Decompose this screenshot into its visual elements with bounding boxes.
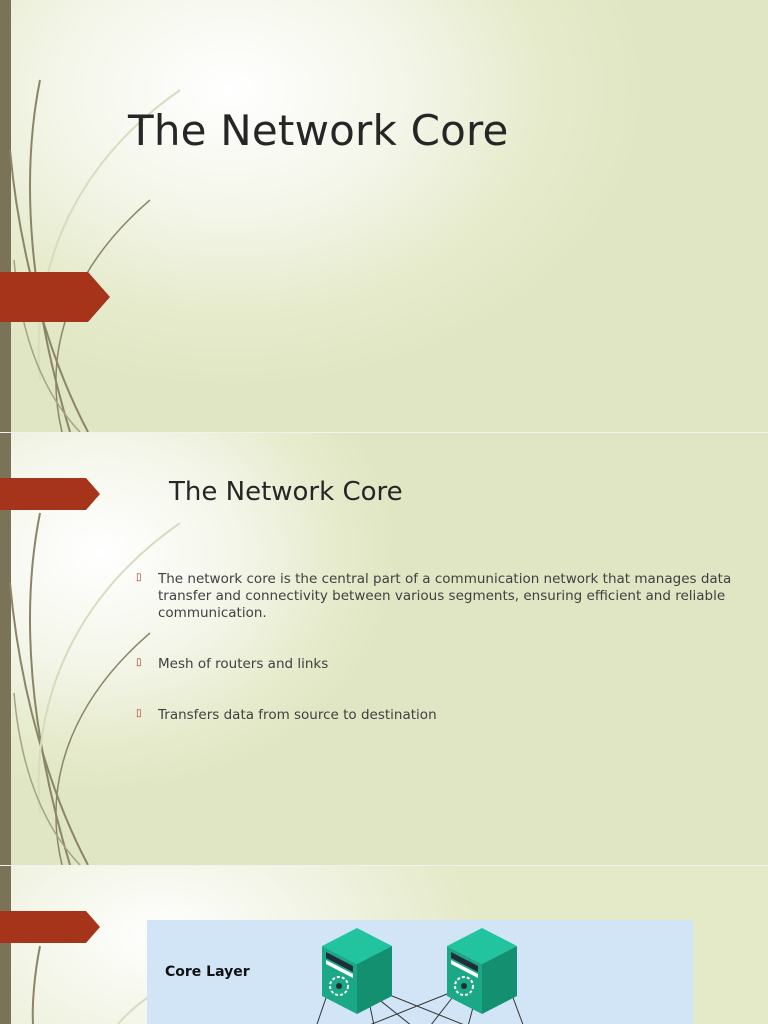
square-bullet-icon: ▯ xyxy=(136,657,142,668)
slide-3: Core Layer xyxy=(0,866,768,1024)
square-bullet-icon: ▯ xyxy=(136,572,142,583)
side-bar xyxy=(0,433,11,865)
slide-1: The Network Core xyxy=(0,0,768,432)
square-bullet-icon: ▯ xyxy=(136,708,142,719)
slide-2: The Network Core ▯ The network core is t… xyxy=(0,433,768,865)
bullet-text: The network core is the central part of … xyxy=(158,571,732,621)
core-layer-label: Core Layer xyxy=(165,964,250,980)
core-switches xyxy=(316,928,524,1024)
list-item: ▯ Mesh of routers and links xyxy=(136,656,736,673)
swirl-decoration-icon xyxy=(9,79,181,432)
slide-title: The Network Core xyxy=(169,477,403,507)
list-item: ▯ Transfers data from source to destinat… xyxy=(136,707,736,724)
bullet-list: ▯ The network core is the central part o… xyxy=(136,571,736,724)
side-bar xyxy=(0,0,11,432)
slide-separator xyxy=(0,865,768,866)
bullet-text: Transfers data from source to destinatio… xyxy=(158,707,437,723)
bullet-text: Mesh of routers and links xyxy=(158,656,329,672)
network-diagram: Core Layer xyxy=(147,920,693,1024)
slide-separator xyxy=(0,432,768,433)
list-item: ▯ The network core is the central part o… xyxy=(136,571,736,622)
core-switch-icon xyxy=(322,928,392,1014)
core-switch-icon xyxy=(447,928,517,1014)
slide-title: The Network Core xyxy=(128,106,509,155)
side-bar xyxy=(0,866,11,1024)
